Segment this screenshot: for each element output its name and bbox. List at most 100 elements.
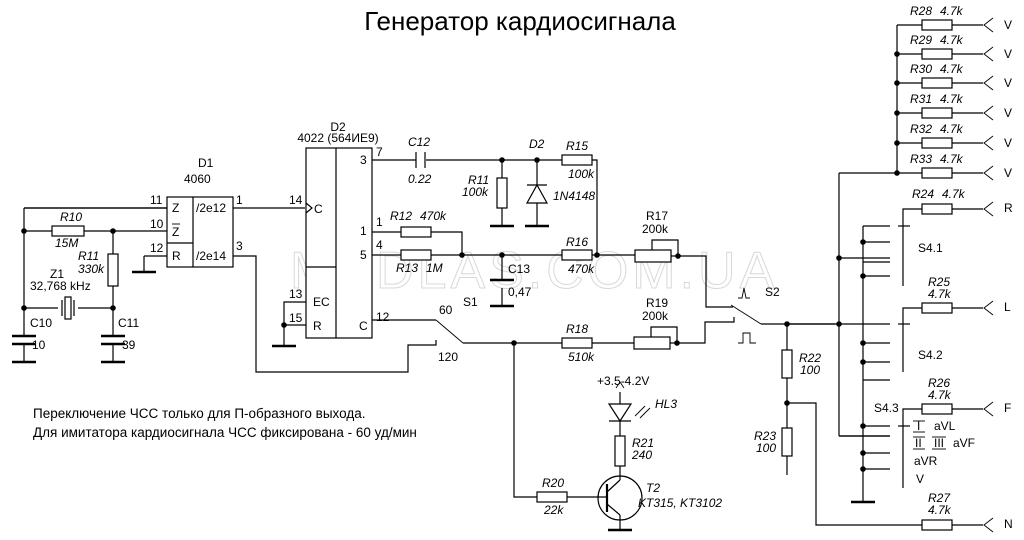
v-resistor-r29: R29 4.7kV (894, 33, 1012, 62)
value-r32: 4.7k (940, 122, 964, 136)
svg-text:10: 10 (150, 217, 164, 231)
label-c10: C10 (30, 316, 52, 330)
capacitor-c10 (12, 334, 36, 364)
page-title: Генератор кардиосигнала (364, 6, 676, 36)
svg-text:14: 14 (289, 193, 303, 207)
svg-text:4022 (564ИЕ9): 4022 (564ИЕ9) (297, 131, 378, 145)
value-r24: 4.7k (942, 187, 966, 201)
svg-text:C: C (314, 202, 323, 216)
resistor-r11-100k (496, 177, 508, 209)
svg-text:120: 120 (438, 350, 458, 364)
label-r13: R13 (396, 261, 418, 275)
resistor-r20 (536, 491, 568, 503)
potentiometer-r19 (633, 336, 671, 350)
output-v: V (1004, 136, 1012, 150)
resistor-r24 (921, 203, 953, 215)
value-r13: 1M (426, 261, 443, 275)
v-resistor-r31: R31 4.7kV (894, 92, 1012, 121)
led-hl3 (607, 381, 651, 436)
value-r16: 470k (568, 262, 595, 276)
output-f: F (1004, 401, 1011, 415)
resistor-r10 (51, 225, 85, 237)
svg-text:D1: D1 (198, 156, 214, 170)
resistor-r25 (921, 302, 953, 314)
output-v: V (1004, 76, 1012, 90)
svg-text:Z: Z (172, 225, 179, 239)
note-line-1: Переключение ЧСС только для П-образного … (33, 406, 365, 421)
label-r24: R24 (912, 187, 934, 201)
value-r21: 240 (631, 448, 652, 462)
label-r31: R31 (910, 92, 932, 106)
capacitor-c11 (101, 334, 125, 364)
value-r26: 4.7k (928, 388, 952, 402)
svg-text:13: 13 (289, 287, 303, 301)
svg-text:1: 1 (360, 224, 367, 238)
svg-text:C: C (359, 319, 368, 333)
svg-text:S2: S2 (765, 285, 780, 299)
value-r11b: 100k (462, 185, 489, 199)
chip-d1: D1 4060 11 10 12 Z Z R /2e12 /2e14 1 3 (150, 156, 243, 268)
value-r31: 4.7k (940, 92, 964, 106)
svg-text:S4.3: S4.3 (874, 401, 899, 415)
svg-text:R: R (313, 319, 322, 333)
output-n: N (1004, 517, 1013, 531)
label-r20: R20 (542, 476, 564, 490)
svg-text:4060: 4060 (184, 172, 211, 186)
svg-text:15: 15 (289, 311, 303, 325)
value-r33: 4.7k (940, 152, 964, 166)
label-t2: T2 (646, 481, 660, 495)
switch-s1[interactable]: 60 S1 120 (372, 295, 634, 364)
label-c12: C12 (408, 135, 430, 149)
svg-text:S4.2: S4.2 (918, 348, 943, 362)
switch-s4-2[interactable]: S4.2 (862, 276, 943, 462)
value-r29: 4.7k (940, 33, 964, 47)
value-r28: 4.7k (940, 4, 964, 18)
svg-text:12: 12 (150, 241, 164, 255)
svg-text:S4.1: S4.1 (918, 241, 943, 255)
crystal-z1 (61, 296, 75, 320)
output-v: V (1004, 47, 1012, 61)
value-r11a: 330k (78, 262, 105, 276)
output-v: V (1004, 106, 1012, 120)
label-r29: R29 (910, 33, 932, 47)
resistor-r23 (781, 427, 793, 457)
potentiometer-r17 (634, 249, 672, 263)
svg-text:1: 1 (376, 215, 383, 229)
label-r11b: R11 (468, 173, 489, 187)
value-d2-diode: 1N4148 (553, 189, 595, 203)
resistor-r11-330k (107, 253, 119, 287)
svg-text:R: R (172, 249, 181, 263)
svg-text:EC: EC (313, 295, 330, 309)
v-resistor-r32: R32 4.7kV (894, 122, 1012, 151)
svg-text:4: 4 (376, 238, 383, 252)
lead-avr: aVR (914, 454, 938, 468)
label-r23: R23 (754, 429, 776, 443)
value-c13: 0,47 (508, 285, 532, 299)
label-r26: R26 (928, 376, 950, 390)
transistor-t2 (597, 466, 643, 532)
resistor-r22 (781, 349, 793, 379)
value-c10: 10 (32, 338, 46, 352)
value-r15: 100k (568, 167, 595, 181)
value-r23: 100 (756, 441, 776, 455)
value-r19: 200k (642, 309, 669, 323)
svg-text:S1: S1 (463, 295, 478, 309)
label-r30: R30 (910, 62, 932, 76)
svg-text:11: 11 (150, 193, 163, 207)
label-r32: R32 (910, 122, 932, 136)
value-r22: 100 (800, 363, 820, 377)
note-line-2: Для имитатора кардиосигнала ЧСС фиксиров… (33, 425, 417, 440)
svg-text:12: 12 (376, 310, 390, 324)
value-r17: 200k (642, 222, 669, 236)
label-hl3: HL3 (655, 397, 677, 411)
value-r20: 22k (543, 503, 564, 517)
switch-s4-3[interactable]: S4.3 (839, 401, 922, 488)
resistor-r18 (561, 337, 593, 349)
label-r28: R28 (910, 4, 932, 18)
switch-s4-1[interactable]: S4.1 (839, 208, 943, 286)
value-r10: 15M (55, 236, 78, 250)
